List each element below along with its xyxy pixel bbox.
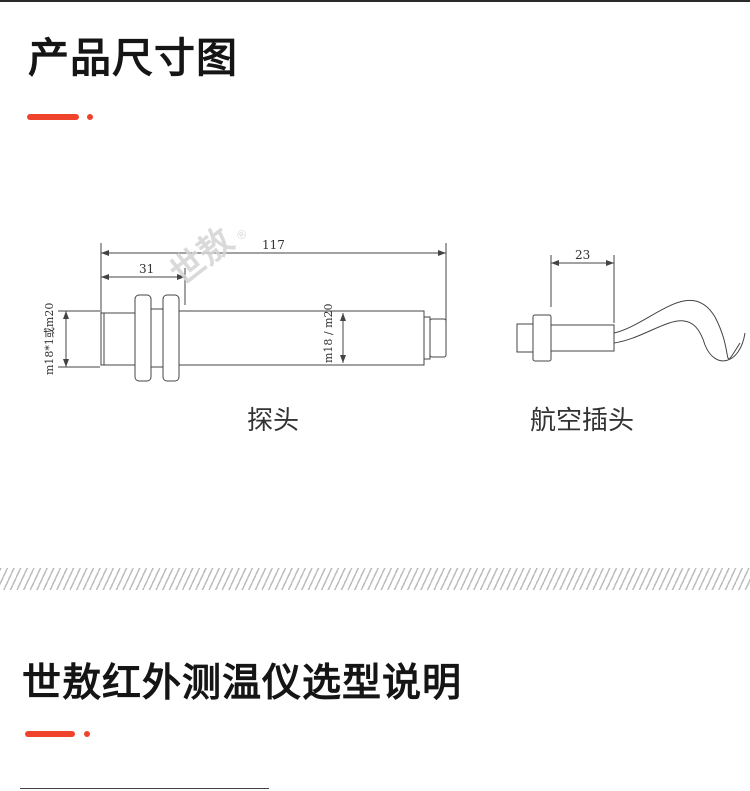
dim-label-thread-spec: m18*1或m20 <box>43 303 56 375</box>
title-accent-bar <box>27 114 79 120</box>
dim-label-body-spec: m18 / m20 <box>322 303 335 363</box>
dim-label-plug: 23 <box>575 248 590 262</box>
hatched-divider <box>0 568 750 590</box>
section-title-selection: 世敖红外测温仪选型说明 <box>22 661 463 706</box>
bottom-underline <box>20 788 269 789</box>
caption-probe: 探头 <box>247 406 300 436</box>
section-title-dimension: 产品尺寸图 <box>28 34 238 82</box>
title-accent-bar-2 <box>25 731 75 737</box>
dim-label-total: 117 <box>262 238 285 252</box>
title-accent-dot <box>87 114 93 120</box>
dim-label-thread: 31 <box>139 262 154 276</box>
title-accent-dot-2 <box>84 731 90 737</box>
top-border-line <box>0 0 750 2</box>
caption-aviation-plug: 航空插头 <box>530 406 635 436</box>
dimension-drawing: 117 31 23 m18*1或m20 m18 / m20 <box>43 238 746 382</box>
